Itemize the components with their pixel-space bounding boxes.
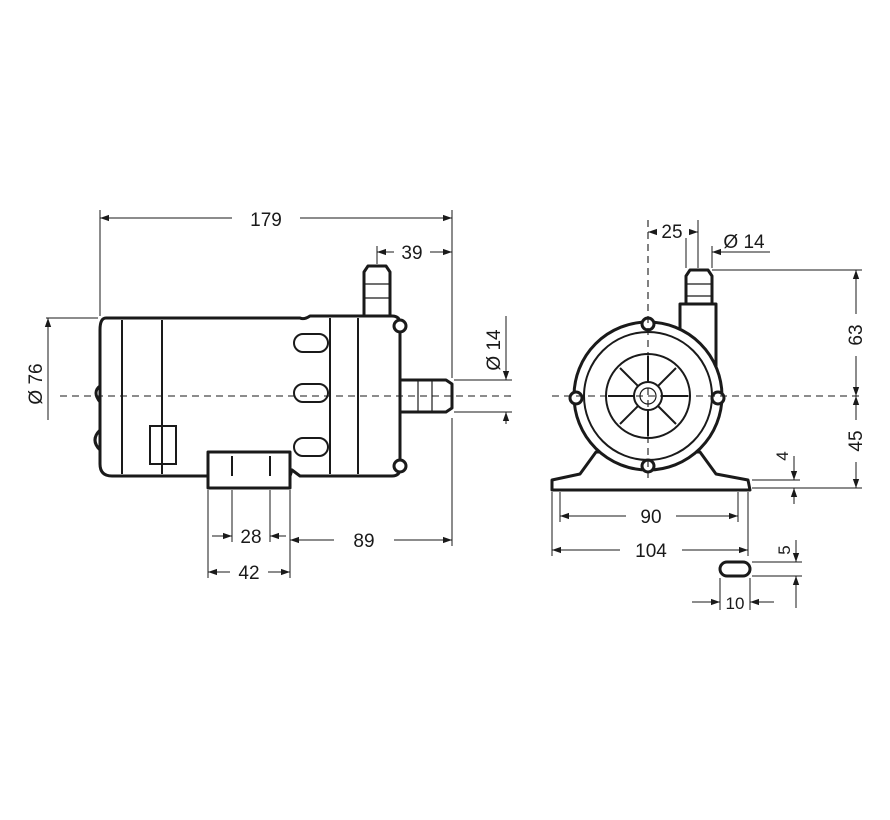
mounting-slot	[718, 560, 752, 578]
head-rib-3	[293, 437, 329, 457]
side-view: 179 39 Ø 76 Ø 14 28 89 42	[26, 210, 515, 584]
dim-slot-length: 10	[726, 594, 745, 613]
front-bolt-left	[568, 390, 584, 406]
front-outlet-barb	[684, 268, 714, 306]
dim-outlet-offset: 39	[401, 243, 422, 264]
side-lug-bottom	[93, 428, 102, 452]
dim-height-above-axis: 63	[846, 324, 867, 345]
dim-foot-thickness: 4	[773, 451, 792, 460]
dim-front-outlet-offset: 25	[661, 222, 682, 243]
dim-base-width: 104	[635, 541, 667, 562]
dim-inlet-diameter: Ø 14	[484, 329, 505, 371]
head-rib-2	[293, 383, 329, 403]
dim-overall-length: 179	[250, 210, 282, 231]
dim-height-below-axis: 45	[846, 430, 867, 451]
dim-body-diameter: Ø 76	[26, 363, 47, 404]
dim-slot-height: 5	[775, 545, 794, 554]
outlet-barb	[362, 264, 392, 318]
dim-foot-inner: 28	[240, 527, 261, 548]
front-view: 25 Ø 14 63 45 4 90 104	[550, 220, 867, 613]
dim-foot-to-inlet: 89	[353, 531, 374, 552]
side-lug-top	[94, 384, 102, 404]
dim-foot-outer: 42	[238, 563, 259, 584]
dim-hole-spacing: 90	[640, 507, 661, 528]
bolt-top	[392, 318, 408, 334]
bolt-bottom	[392, 458, 408, 474]
dim-outlet-diameter: Ø 14	[723, 232, 765, 253]
front-bolt-right	[710, 390, 726, 406]
head-rib-1	[293, 333, 329, 353]
side-foot	[206, 450, 292, 490]
connector-box	[149, 425, 177, 465]
